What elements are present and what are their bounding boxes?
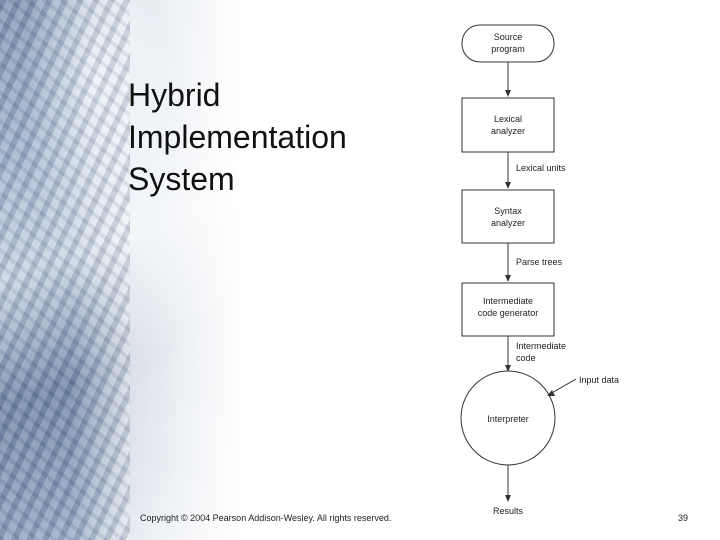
edge-label-intermediate-code-2: code [516, 353, 536, 363]
title-line-3: System [128, 161, 235, 197]
source-program-label-2: program [491, 44, 525, 54]
source-program-label-1: Source [494, 32, 523, 42]
interpreter-label: Interpreter [487, 414, 529, 424]
arrowhead [505, 275, 511, 282]
lexical-analyzer-node [461, 97, 555, 153]
title-line-2: Implementation [128, 119, 347, 155]
edge-label-results: Results [493, 506, 524, 516]
arrowhead [547, 390, 555, 396]
lexical-analyzer-label-1: Lexical [494, 114, 522, 124]
arrowhead [505, 182, 511, 189]
flow-diagram: Source program Lexical analyzer Lexical … [460, 24, 619, 516]
arrowhead [505, 90, 511, 97]
lexical-analyzer-label-2: analyzer [491, 126, 525, 136]
intermediate-generator-label-2: code generator [478, 308, 539, 318]
edge-label-parse-trees: Parse trees [516, 257, 563, 267]
intermediate-code-generator-node [461, 282, 555, 337]
syntax-analyzer-node [461, 189, 555, 244]
edge-label-lexical-units: Lexical units [516, 163, 566, 173]
mountain-background-image [0, 0, 240, 540]
syntax-analyzer-label-1: Syntax [494, 206, 522, 216]
edge-label-input-data: Input data [579, 375, 619, 385]
edge-label-intermediate-code-1: Intermediate [516, 341, 566, 351]
title-line-1: Hybrid [128, 77, 221, 113]
syntax-analyzer-label-2: analyzer [491, 218, 525, 228]
arrowhead [505, 495, 511, 502]
copyright-footer: Copyright © 2004 Pearson Addison-Wesley.… [140, 513, 392, 523]
arrowhead [505, 365, 511, 372]
arrow-input-data [549, 378, 577, 395]
slide-title: Hybrid Implementation System [128, 74, 428, 200]
intermediate-generator-label-1: Intermediate [483, 296, 533, 306]
page-number: 39 [678, 513, 689, 523]
